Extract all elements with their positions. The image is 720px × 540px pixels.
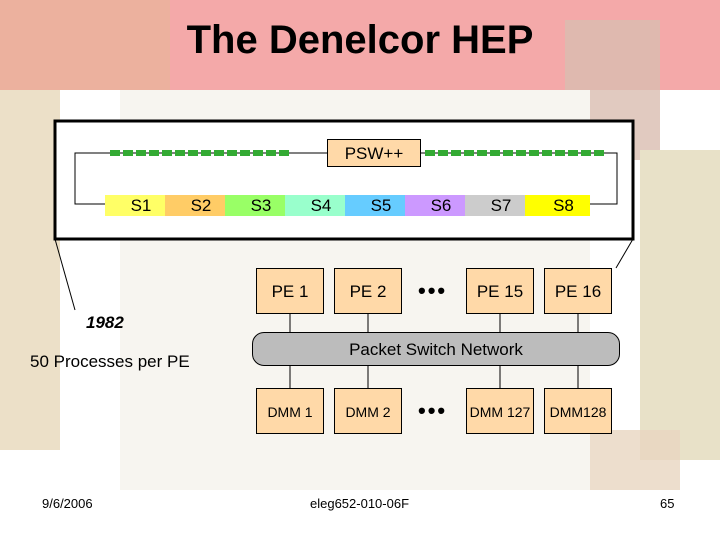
pe-box-15: PE 15: [466, 268, 534, 314]
dmm-box-128: DMM128: [544, 388, 612, 434]
pe-box-1: PE 1: [256, 268, 324, 314]
dmm-box-127: DMM 127: [466, 388, 534, 434]
pipeline-stage-5: S5: [345, 195, 405, 216]
pipeline-stage-3: S3: [225, 195, 285, 216]
pipeline-stage-6: S6: [405, 195, 465, 216]
pe-box-2: PE 2: [334, 268, 402, 314]
year-label: 1982: [86, 313, 124, 332]
footer-page-number: 65: [660, 496, 675, 511]
pe-ellipsis: •••: [418, 278, 448, 303]
background-sculpture-image: [0, 0, 170, 90]
processes-per-pe-note: 50 Processes per PE: [30, 352, 190, 371]
pe-box-16: PE 16: [544, 268, 612, 314]
pipeline-stage-7: S7: [465, 195, 525, 216]
dmm-box-2: DMM 2: [334, 388, 402, 434]
pipeline-stage-4: S4: [285, 195, 345, 216]
dmm-ellipsis: •••: [418, 398, 448, 423]
footer-course: eleg652-010-06F: [310, 496, 410, 511]
slide-title: The Denelcor HEP: [186, 18, 534, 62]
footer-date: 9/6/2006: [42, 496, 93, 511]
pipeline-stage-2: S2: [165, 195, 225, 216]
psw-box: PSW++: [327, 139, 421, 167]
pipeline-stage-8: S8: [525, 195, 590, 216]
packet-switch-network: Packet Switch Network: [252, 332, 620, 366]
pipeline-stage-1: S1: [105, 195, 165, 216]
background-book-right: [640, 150, 720, 460]
dmm-box-1: DMM 1: [256, 388, 324, 434]
background-book-left: [0, 90, 60, 450]
